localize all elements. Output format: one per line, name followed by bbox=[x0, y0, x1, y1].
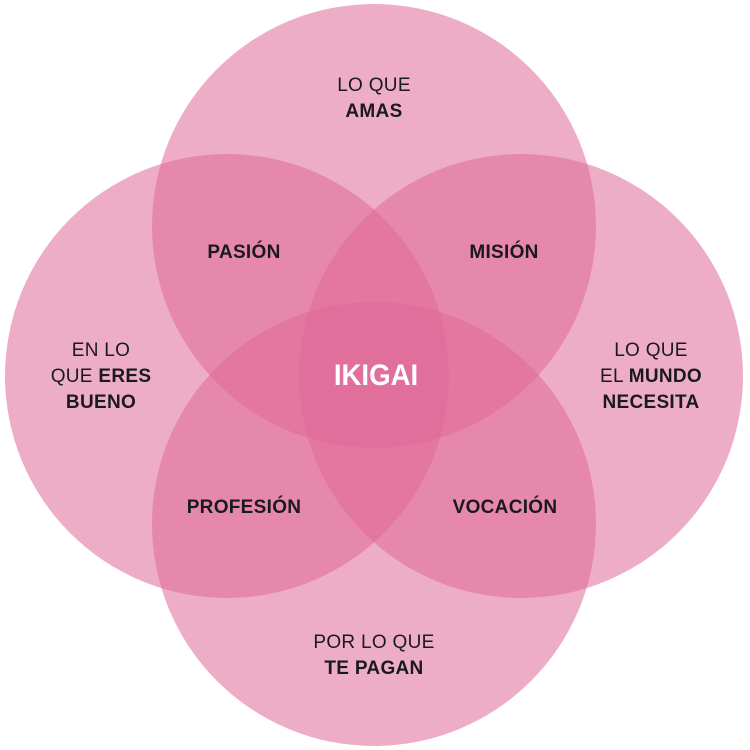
label-lo-que-amas: LO QUE AMAS bbox=[337, 75, 411, 122]
label-pasion: PASIÓN bbox=[207, 242, 281, 263]
circle-bottom bbox=[152, 302, 596, 746]
label-en-lo-que-eres-bueno: EN LO QUE ERES BUENO bbox=[50, 340, 152, 413]
label-vocacion: VOCACIÓN bbox=[452, 497, 558, 518]
label-lo-que-el-mundo-necesita: LO QUE EL MUNDO NECESITA bbox=[600, 340, 702, 413]
label-mision: MISIÓN bbox=[469, 242, 539, 263]
label-por-lo-que-te-pagan: POR LO QUE TE PAGAN bbox=[313, 632, 435, 679]
label-profesion: PROFESIÓN bbox=[186, 497, 302, 518]
label-ikigai: IKIGAI bbox=[333, 359, 419, 392]
